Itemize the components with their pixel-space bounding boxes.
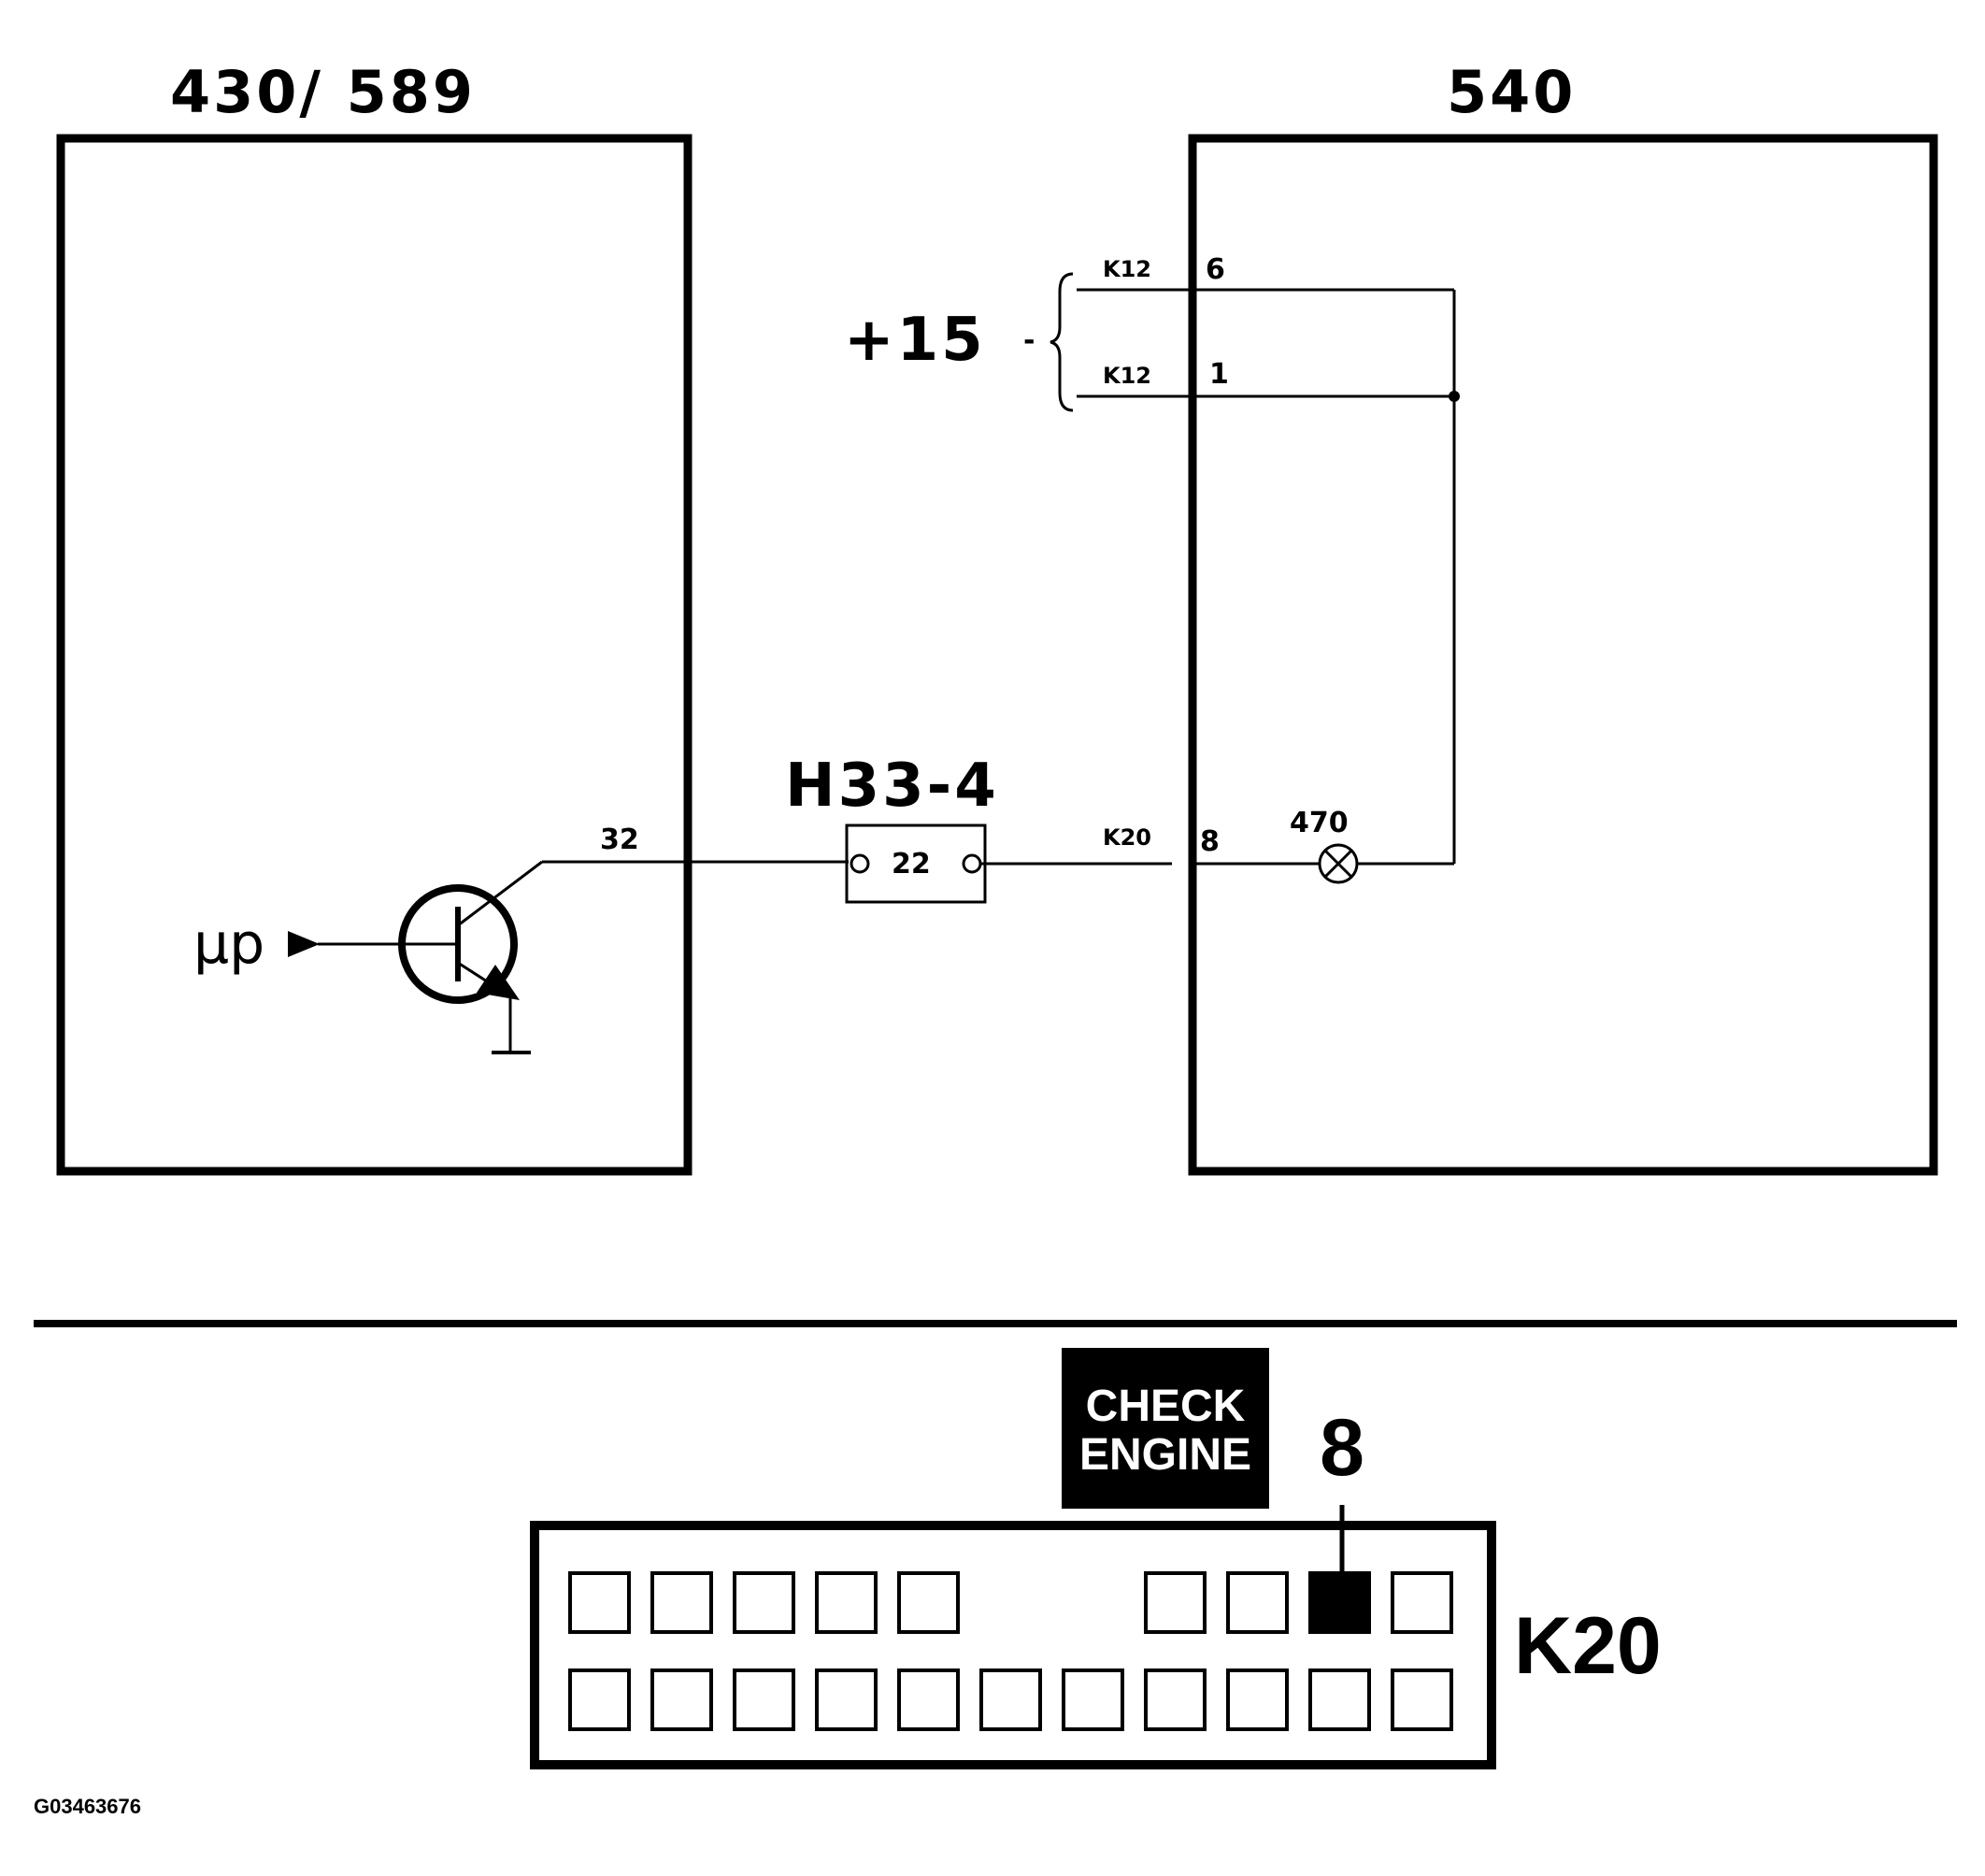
connector-pin-cell (815, 1571, 878, 1634)
k12-bottom-connector: K12 (1103, 363, 1151, 389)
junction-pin-label: 22 (892, 848, 931, 881)
connector-pin-cell (1062, 1668, 1124, 1731)
connector-bottom-row (568, 1668, 1453, 1731)
k20-pin-label: 8 (1200, 825, 1220, 858)
figure-code: G03463676 (34, 1795, 141, 1818)
module-right-label: 540 (1447, 58, 1576, 126)
junction-terminal-left-icon (850, 853, 870, 874)
module-left-box (56, 134, 693, 1176)
transistor-symbol-icon (398, 884, 518, 1004)
connector-pin-cell (1391, 1571, 1453, 1634)
connector-pin-cell (1226, 1571, 1289, 1634)
connector-pin-cell (1391, 1668, 1453, 1731)
k20-connector-housing (530, 1521, 1496, 1769)
transistor-input-label: µp (193, 911, 264, 977)
emitter-arrow-icon (477, 965, 520, 1000)
transistor-collector (457, 860, 543, 927)
supply-brace (1050, 272, 1074, 412)
connector-pin-cell (897, 1668, 960, 1731)
legend-pin-label: 8 (1320, 1403, 1364, 1493)
connector-pin-cell (733, 1571, 795, 1634)
junction-label: H33-4 (785, 752, 999, 821)
supply-dash: - (1023, 324, 1035, 357)
connector-pin-cell (1144, 1571, 1207, 1634)
connector-pin-cell (733, 1668, 795, 1731)
check-engine-badge (1062, 1348, 1269, 1509)
junction-terminal-right-icon (962, 853, 982, 874)
supply-label: +15 (844, 306, 986, 375)
lamp-icon (1318, 843, 1359, 884)
wire-junction-dot (1449, 391, 1460, 402)
connector-pin-cell (979, 1668, 1042, 1731)
module-left-label: 430/ 589 (170, 58, 476, 126)
connector-pin-cell (1226, 1668, 1289, 1731)
connector-pin-cell (650, 1571, 713, 1634)
connector-pin-cell (568, 1668, 631, 1731)
connector-pin-cell (568, 1571, 631, 1634)
lamp-label: 470 (1290, 807, 1349, 839)
connector-pin-8-highlighted (1308, 1571, 1371, 1634)
k12-top-connector: K12 (1103, 256, 1151, 282)
connector-pin-cell (1308, 1668, 1371, 1731)
badge-line1: CHECK (1086, 1382, 1246, 1431)
k20-connector-label: K20 (1103, 824, 1151, 851)
k12-bottom-pin: 1 (1209, 358, 1229, 391)
connector-pin-cell (897, 1571, 960, 1634)
input-arrow-icon (288, 931, 320, 957)
connector-pin-cell (650, 1668, 713, 1731)
module-right-box (1188, 134, 1938, 1176)
badge-line2: ENGINE (1079, 1430, 1251, 1480)
legend-connector-label: K20 (1514, 1601, 1662, 1691)
k12-top-pin: 6 (1206, 253, 1225, 286)
connector-pin-cell (1144, 1668, 1207, 1731)
connector-top-row (568, 1571, 1453, 1634)
wire-pin-label: 32 (600, 823, 639, 856)
connector-pin-cell (815, 1668, 878, 1731)
